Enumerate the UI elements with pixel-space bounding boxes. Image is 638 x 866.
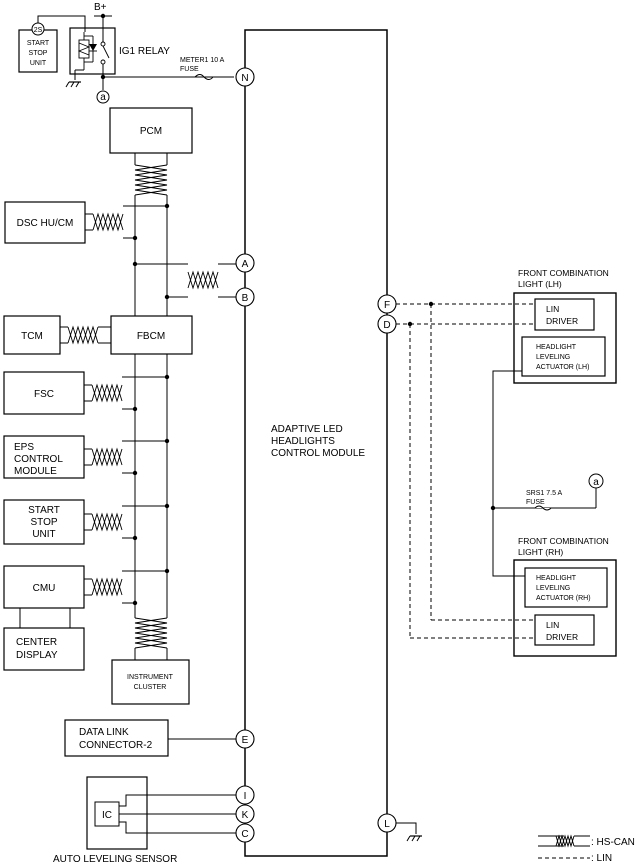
- pin-b-label: B: [242, 293, 249, 304]
- rh-title-line2: LIGHT (RH): [518, 547, 563, 557]
- actuator-lh-line1: HEADLIGHT: [536, 344, 577, 351]
- front-light-rh-box: [513, 559, 617, 657]
- auto-leveling-label: AUTO LEVELING SENSOR: [53, 854, 177, 865]
- legend-lin-label: : LIN: [591, 853, 612, 864]
- srs-fuse-line1: SRS1 7.5 A: [526, 490, 563, 497]
- dsc-label: DSC HU/CM: [17, 218, 74, 229]
- eps-label-line1: EPS: [14, 442, 34, 453]
- start-stop-unit-box: [3, 499, 85, 545]
- pin-l-label: L: [384, 819, 390, 830]
- pin-i-label: I: [244, 791, 247, 802]
- srs-fuse-line2: FUSE: [526, 499, 545, 506]
- center-display-line2: DISPLAY: [16, 650, 58, 661]
- start-stop-unit-line3: UNIT: [30, 60, 47, 67]
- start-stop-unit-line1: START: [27, 40, 50, 47]
- lin-driver-lh-line1: LIN: [546, 304, 559, 314]
- data-link-connector-box: [64, 719, 169, 757]
- dsc-hu-cm-box: [4, 201, 86, 244]
- actuator-rh-line1: HEADLIGHT: [536, 575, 577, 582]
- center-display-box: [3, 627, 85, 671]
- connection-a-left-label: a: [100, 92, 106, 103]
- lin-driver-rh-line2: DRIVER: [546, 632, 578, 642]
- fbcm-label: FBCM: [137, 331, 165, 342]
- front-combination-lights: FRONT COMBINATION LIGHT (LH) LIN DRIVER …: [396, 268, 617, 657]
- cmu-label: CMU: [33, 583, 56, 594]
- actuator-lh-line3: ACTUATOR (LH): [536, 364, 589, 371]
- eps-label-line2: CONTROL: [14, 454, 63, 465]
- main-module-line1: ADAPTIVE LED: [271, 424, 343, 435]
- pin-n: [235, 67, 255, 87]
- instrument-cluster-box: [111, 659, 190, 705]
- data-link-line2: CONNECTOR-2: [79, 740, 153, 751]
- pin-a: [235, 253, 255, 273]
- start-stop-id: 2S: [34, 27, 43, 34]
- power-supply: 2S START STOP UNIT IG1 RELAY B+: [18, 2, 234, 104]
- lin-driver-lh-box: [534, 298, 595, 331]
- start-stop-label-line1: START: [28, 505, 60, 516]
- pin-f-label: F: [384, 300, 390, 311]
- pin-k-label: K: [242, 810, 249, 821]
- connection-a-left: [96, 90, 110, 104]
- data-link-line1: DATA LINK: [79, 727, 129, 738]
- lh-title-line1: FRONT COMBINATION: [518, 268, 609, 278]
- main-module-line2: HEADLIGHTS: [271, 436, 335, 447]
- fsc-label: FSC: [34, 389, 54, 400]
- ig1-relay-label: IG1 RELAY: [119, 46, 170, 57]
- start-stop-label-line3: UNIT: [32, 529, 55, 540]
- pcm-label: PCM: [140, 126, 162, 137]
- cmu-box: [3, 565, 85, 609]
- ic-label: IC: [102, 810, 112, 821]
- pin-c-label: C: [241, 829, 248, 840]
- ig1-relay-box: [69, 27, 116, 75]
- tcm-box: [3, 315, 61, 355]
- fbcm-box: [110, 315, 193, 355]
- meter-fuse-line2: FUSE: [180, 66, 199, 73]
- actuator-rh-box: [524, 567, 608, 608]
- actuator-lh-box: [521, 336, 606, 377]
- lin-driver-rh-box: [534, 614, 595, 646]
- legend: : HS-CAN : LIN: [538, 834, 635, 864]
- module-pins: N A B E I K C F D L: [235, 67, 397, 843]
- rh-title-line1: FRONT COMBINATION: [518, 536, 609, 546]
- center-display-line1: CENTER: [16, 637, 57, 648]
- meter-fuse-line1: METER1 10 A: [180, 57, 225, 64]
- legend-hscan-label: : HS-CAN: [591, 837, 635, 848]
- lin-driver-lh-line2: DRIVER: [546, 316, 578, 326]
- lh-title-line2: LIGHT (LH): [518, 279, 562, 289]
- start-stop-label-line2: STOP: [30, 517, 57, 528]
- front-light-lh-box: [513, 292, 617, 384]
- connection-a-right-label: a: [593, 477, 599, 488]
- tcm-label: TCM: [21, 331, 43, 342]
- pcm-box: [109, 107, 193, 154]
- hs-can-bus: PCM DSC HU/CM FBCM TCM: [3, 107, 236, 705]
- eps-control-module-box: [3, 435, 85, 479]
- lin-driver-rh-line1: LIN: [546, 620, 559, 630]
- relay-ground-icon: [65, 81, 82, 88]
- bplus-label: B+: [94, 2, 107, 13]
- connection-a-right: [588, 473, 604, 489]
- pin-d-label: D: [383, 320, 390, 331]
- pin-a-label: A: [242, 259, 249, 270]
- instrument-cluster-line1: INSTRUMENT: [127, 674, 174, 681]
- actuator-rh-line3: ACTUATOR (RH): [536, 595, 591, 602]
- auto-leveling-sensor: IC AUTO LEVELING SENSOR: [53, 776, 236, 865]
- adaptive-led-control-module: [244, 29, 388, 857]
- pin-l-ground-icon: [406, 835, 423, 842]
- instrument-cluster-line2: CLUSTER: [134, 684, 167, 691]
- actuator-lh-line2: LEVELING: [536, 354, 570, 361]
- meter-fuse-symbol: [194, 74, 214, 80]
- fsc-box: [3, 371, 85, 415]
- pin-n-label: N: [241, 73, 248, 84]
- start-stop-unit-line2: STOP: [29, 50, 48, 57]
- actuator-rh-line2: LEVELING: [536, 585, 570, 592]
- pin-e-label: E: [242, 735, 249, 746]
- main-module-line3: CONTROL MODULE: [271, 448, 365, 459]
- srs-fuse-symbol: [534, 505, 552, 511]
- eps-label-line3: MODULE: [14, 466, 57, 477]
